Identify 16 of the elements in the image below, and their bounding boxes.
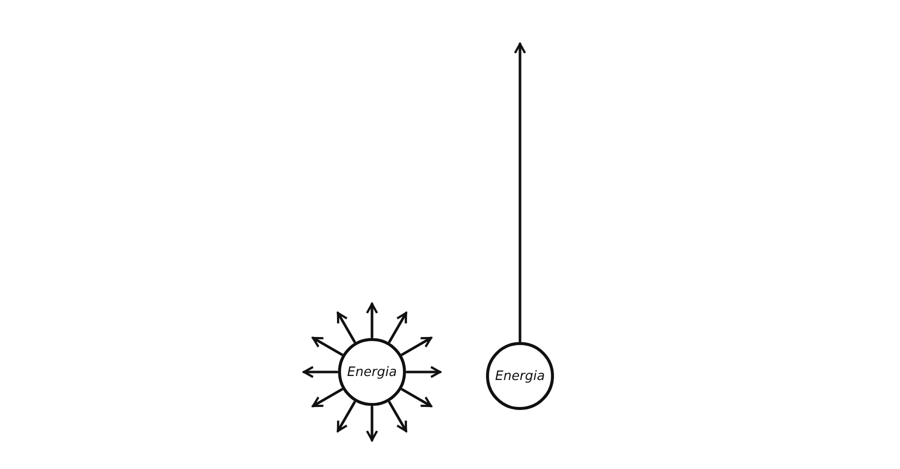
arrow bbox=[401, 336, 432, 356]
arrow bbox=[336, 312, 356, 343]
arrow bbox=[366, 406, 378, 442]
arrow bbox=[366, 302, 378, 338]
arrow bbox=[312, 336, 343, 356]
node-label: Energia bbox=[347, 364, 397, 380]
node-label: Energia bbox=[495, 368, 545, 384]
arrow bbox=[302, 366, 338, 378]
arrow bbox=[401, 388, 432, 408]
arrow bbox=[336, 401, 356, 432]
arrow bbox=[312, 388, 343, 408]
arrow bbox=[388, 401, 408, 432]
energy-circle bbox=[338, 338, 406, 406]
arrow bbox=[388, 312, 408, 343]
arrow bbox=[514, 42, 526, 342]
arrow bbox=[406, 366, 442, 378]
